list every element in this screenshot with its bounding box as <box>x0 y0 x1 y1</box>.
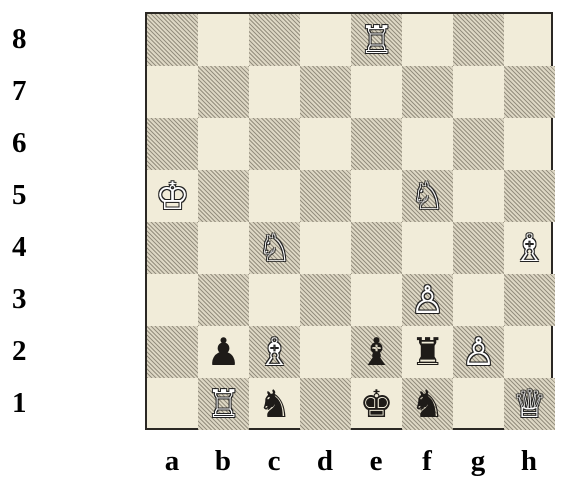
square-d5[interactable] <box>300 170 351 222</box>
square-b7[interactable] <box>198 66 249 118</box>
square-c6[interactable] <box>249 118 300 170</box>
square-g3[interactable] <box>453 274 504 326</box>
square-d2[interactable] <box>300 326 351 378</box>
square-c7[interactable] <box>249 66 300 118</box>
file-label-a: a <box>152 445 192 478</box>
white-bishop-c2[interactable]: ♗ <box>249 326 300 378</box>
white-rook-e8[interactable]: ♖ <box>351 14 402 66</box>
square-h8[interactable] <box>504 14 555 66</box>
file-label-c: c <box>254 445 294 478</box>
square-g8[interactable] <box>453 14 504 66</box>
rank-label-7: 7 <box>12 75 42 108</box>
square-f6[interactable] <box>402 118 453 170</box>
white-king-a5[interactable]: ♔ <box>147 170 198 222</box>
square-d6[interactable] <box>300 118 351 170</box>
square-b8[interactable] <box>198 14 249 66</box>
square-e4[interactable] <box>351 222 402 274</box>
square-e5[interactable] <box>351 170 402 222</box>
square-h6[interactable] <box>504 118 555 170</box>
square-g5[interactable] <box>453 170 504 222</box>
white-rook-b1[interactable]: ♖ <box>198 378 249 430</box>
file-label-b: b <box>203 445 243 478</box>
square-d8[interactable] <box>300 14 351 66</box>
file-label-g: g <box>458 445 498 478</box>
square-f8[interactable] <box>402 14 453 66</box>
square-h5[interactable] <box>504 170 555 222</box>
square-a3[interactable] <box>147 274 198 326</box>
black-rook-f2[interactable]: ♜ <box>402 326 453 378</box>
black-king-e1[interactable]: ♚ <box>351 378 402 430</box>
square-b4[interactable] <box>198 222 249 274</box>
square-e6[interactable] <box>351 118 402 170</box>
square-a8[interactable] <box>147 14 198 66</box>
square-g4[interactable] <box>453 222 504 274</box>
square-c3[interactable] <box>249 274 300 326</box>
square-f7[interactable] <box>402 66 453 118</box>
square-a6[interactable] <box>147 118 198 170</box>
rank-label-6: 6 <box>12 127 42 160</box>
white-knight-c4[interactable]: ♘ <box>249 222 300 274</box>
square-g7[interactable] <box>453 66 504 118</box>
square-e3[interactable] <box>351 274 402 326</box>
rank-label-3: 3 <box>12 283 42 316</box>
square-f4[interactable] <box>402 222 453 274</box>
square-d1[interactable] <box>300 378 351 430</box>
square-a7[interactable] <box>147 66 198 118</box>
rank-label-4: 4 <box>12 231 42 264</box>
black-knight-f1[interactable]: ♞ <box>402 378 453 430</box>
square-c5[interactable] <box>249 170 300 222</box>
square-g6[interactable] <box>453 118 504 170</box>
white-bishop-h4[interactable]: ♗ <box>504 222 555 274</box>
rank-label-1: 1 <box>12 387 42 420</box>
square-a2[interactable] <box>147 326 198 378</box>
square-h7[interactable] <box>504 66 555 118</box>
square-d7[interactable] <box>300 66 351 118</box>
square-h3[interactable] <box>504 274 555 326</box>
white-pawn-f3[interactable]: ♙ <box>402 274 453 326</box>
black-bishop-e2[interactable]: ♝ <box>351 326 402 378</box>
square-a4[interactable] <box>147 222 198 274</box>
black-knight-c1[interactable]: ♞ <box>249 378 300 430</box>
square-c8[interactable] <box>249 14 300 66</box>
chess-board: ♖♔♘♘♗♙♟♗♝♜♙♖♞♚♞♕ <box>145 12 553 430</box>
rank-label-5: 5 <box>12 179 42 212</box>
square-b3[interactable] <box>198 274 249 326</box>
file-label-d: d <box>305 445 345 478</box>
file-label-h: h <box>509 445 549 478</box>
square-a1[interactable] <box>147 378 198 430</box>
square-g1[interactable] <box>453 378 504 430</box>
file-label-f: f <box>407 445 447 478</box>
square-b5[interactable] <box>198 170 249 222</box>
white-knight-f5[interactable]: ♘ <box>402 170 453 222</box>
square-d4[interactable] <box>300 222 351 274</box>
white-queen-h1[interactable]: ♕ <box>504 378 555 430</box>
square-h2[interactable] <box>504 326 555 378</box>
square-d3[interactable] <box>300 274 351 326</box>
white-pawn-g2[interactable]: ♙ <box>453 326 504 378</box>
file-label-e: e <box>356 445 396 478</box>
square-b6[interactable] <box>198 118 249 170</box>
square-e7[interactable] <box>351 66 402 118</box>
black-pawn-b2[interactable]: ♟ <box>198 326 249 378</box>
rank-label-8: 8 <box>12 23 42 56</box>
rank-label-2: 2 <box>12 335 42 368</box>
